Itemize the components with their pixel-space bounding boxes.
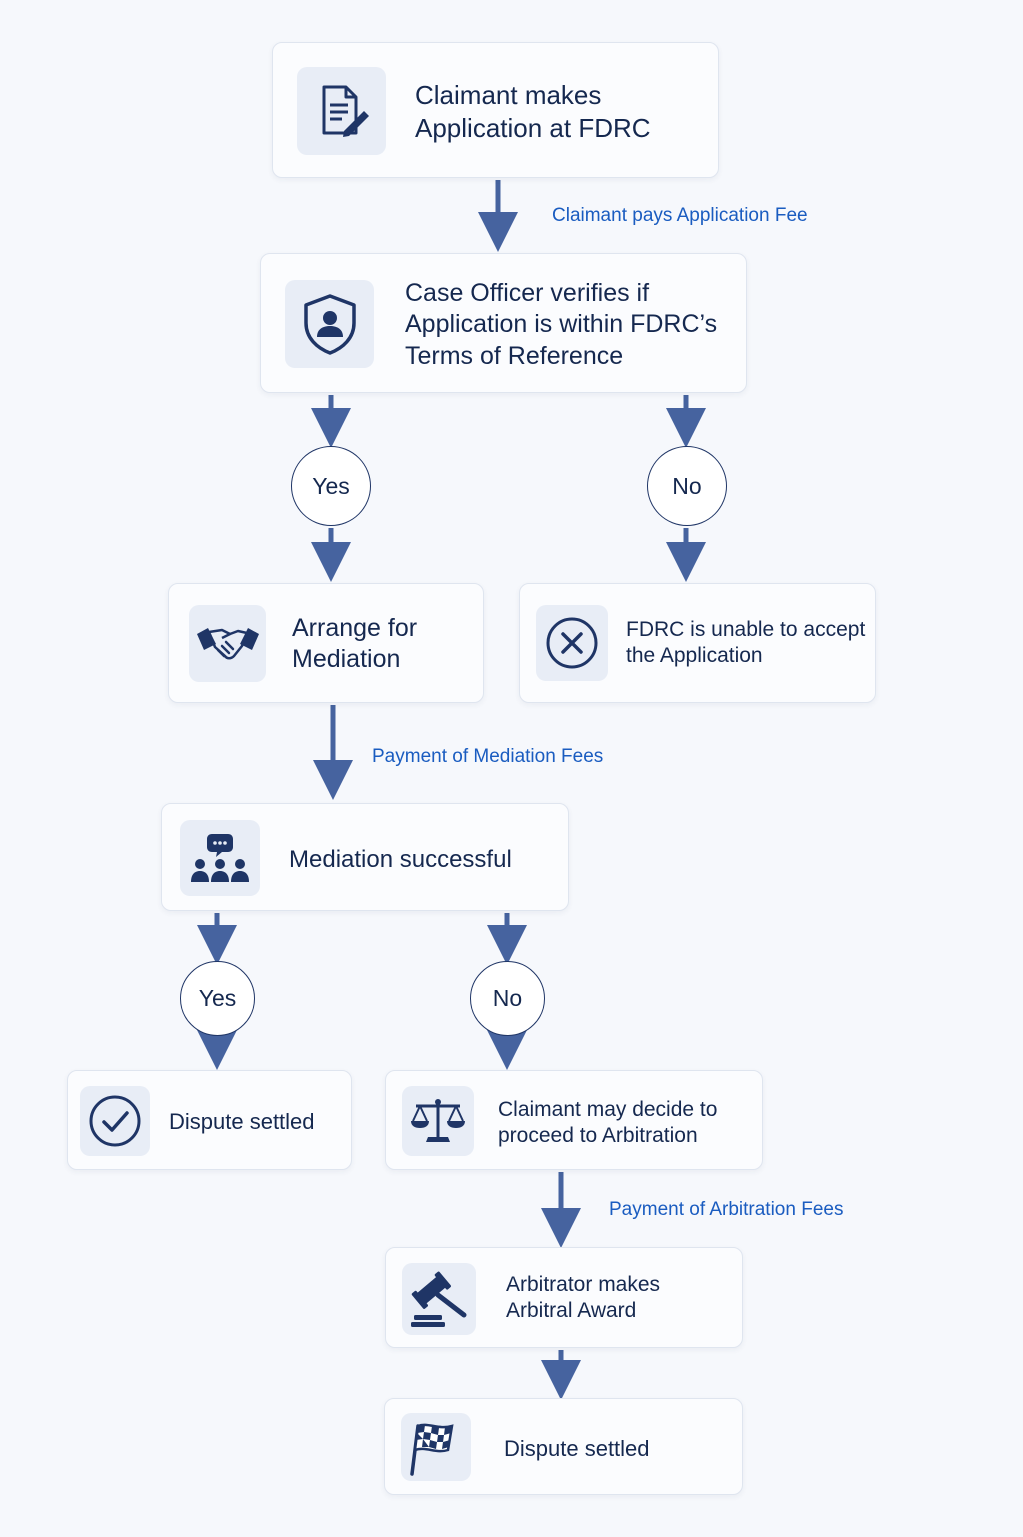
edge-label-application-fee: Claimant pays Application Fee	[552, 205, 808, 226]
decision-mediation-no: No	[470, 961, 545, 1036]
node-unable-accept: FDRC is unable to accept the Application	[519, 583, 876, 703]
node-arbitral-award-line1: Arbitrator makes	[506, 1273, 661, 1296]
decision-mediation-yes: Yes	[180, 961, 255, 1036]
node-unable-accept-label: FDRC is unable to accept the Application	[626, 617, 865, 670]
shield-person-icon	[285, 280, 374, 368]
scales-icon	[402, 1086, 474, 1156]
node-verify: Case Officer verifies if Application is …	[260, 253, 747, 393]
node-arrange-mediation-line1: Arrange for	[292, 614, 418, 642]
node-arbitral-award-label: Arbitrator makes Arbitral Award	[506, 1272, 660, 1325]
node-arrange-mediation-label: Arrange for Mediation	[292, 613, 417, 676]
node-verify-label: Case Officer verifies if Application is …	[405, 278, 717, 372]
node-dispute-settled-2-line1: Dispute settled	[504, 1436, 650, 1461]
node-dispute-settled-2: Dispute settled	[384, 1398, 743, 1495]
node-dispute-settled-1-label: Dispute settled	[169, 1108, 315, 1136]
check-circle-icon	[80, 1086, 150, 1156]
edge-label-arbitration-fees: Payment of Arbitration Fees	[609, 1199, 844, 1220]
circle-x-icon	[536, 605, 608, 681]
node-unable-accept-line1: FDRC is unable to accept	[626, 618, 866, 641]
node-application-line1: Claimant makes	[415, 80, 602, 110]
node-application: Claimant makes Application at FDRC	[272, 42, 719, 178]
node-unable-accept-line2: the Application	[626, 644, 763, 668]
checkered-flag-icon	[401, 1413, 471, 1481]
node-arbitration-decision-line2: proceed to Arbitration	[498, 1124, 698, 1148]
gavel-icon	[402, 1263, 476, 1335]
node-mediation-successful: Mediation successful	[161, 803, 569, 911]
node-arbitral-award-line2: Arbitral Award	[506, 1299, 637, 1323]
node-arrange-mediation: Arrange for Mediation	[168, 583, 484, 703]
document-edit-icon	[297, 67, 386, 155]
node-arbitration-decision-label: Claimant may decide to proceed to Arbitr…	[498, 1097, 717, 1150]
node-mediation-successful-line1: Mediation successful	[289, 846, 512, 873]
node-arbitration-decision: Claimant may decide to proceed to Arbitr…	[385, 1070, 763, 1170]
handshake-icon	[189, 605, 266, 682]
group-chat-icon	[180, 820, 260, 896]
node-verify-line1: Case Officer verifies if	[405, 279, 650, 307]
node-verify-line2: Application is within FDRC’s	[405, 310, 718, 339]
node-dispute-settled-1-line1: Dispute settled	[169, 1109, 315, 1134]
decision-verify-yes: Yes	[291, 446, 371, 526]
node-verify-line3: Terms of Reference	[405, 341, 624, 370]
decision-verify-no: No	[647, 446, 727, 526]
node-arbitral-award: Arbitrator makes Arbitral Award	[385, 1247, 743, 1348]
node-application-label: Claimant makes Application at FDRC	[415, 79, 651, 144]
node-arrange-mediation-line2: Mediation	[292, 645, 401, 674]
node-dispute-settled-2-label: Dispute settled	[504, 1435, 650, 1463]
node-dispute-settled-1: Dispute settled	[67, 1070, 352, 1170]
node-application-line2: Application at FDRC	[415, 112, 651, 143]
node-arbitration-decision-line1: Claimant may decide to	[498, 1098, 718, 1121]
node-mediation-successful-label: Mediation successful	[289, 845, 512, 875]
edge-label-mediation-fees: Payment of Mediation Fees	[372, 746, 604, 767]
